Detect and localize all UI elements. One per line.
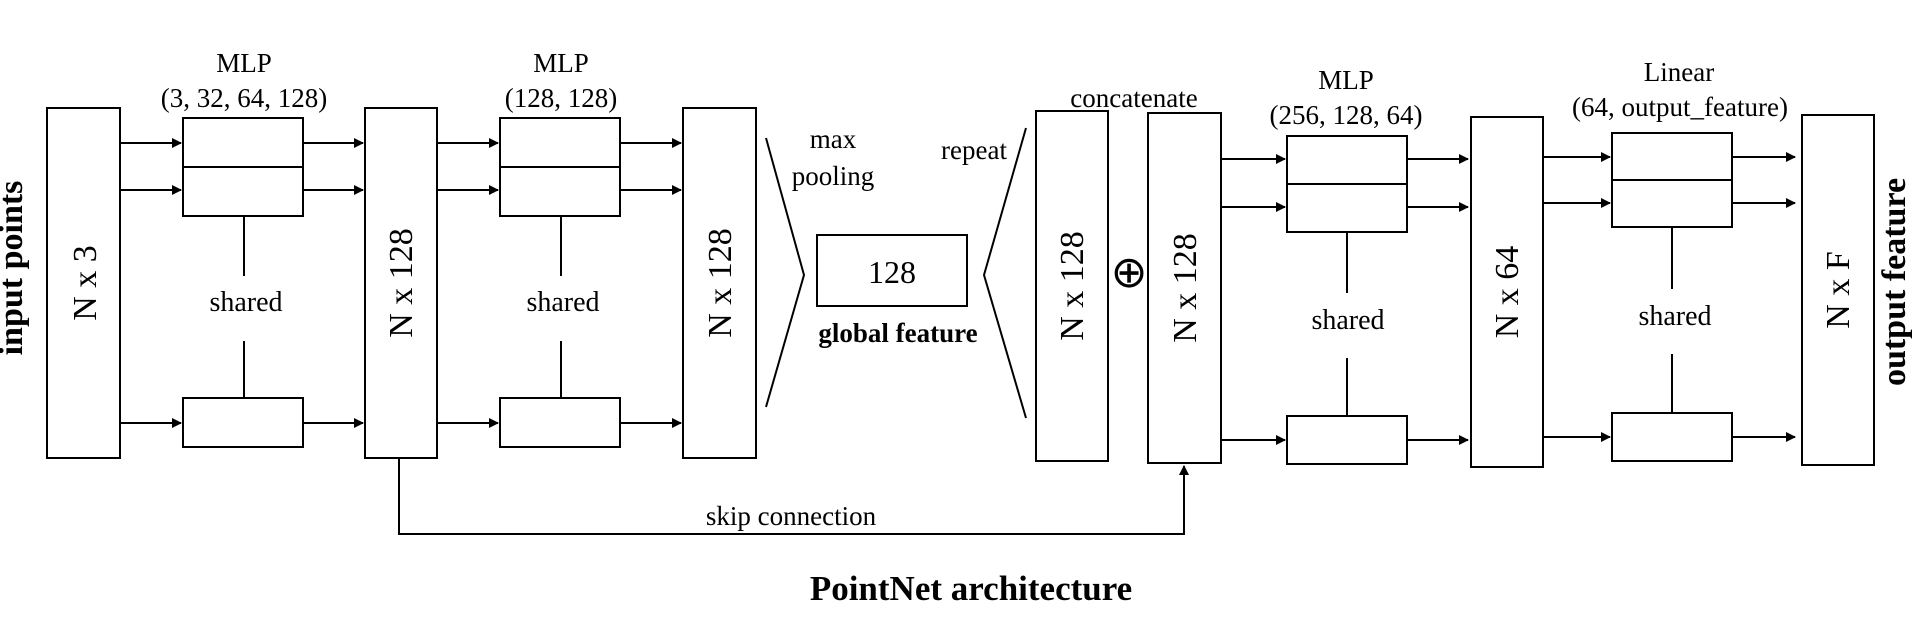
feature-tensor-1: N x 128 (364, 107, 438, 459)
skip-connection-label: skip connection (706, 501, 877, 531)
output-feature-label: output feature (1876, 178, 1913, 386)
repeated-tensor-label: N x 128 (1054, 231, 1091, 341)
linear-title: Linear (1644, 57, 1714, 87)
max-pooling-label-line1: max (810, 124, 857, 154)
mlp-block-3: MLP (256, 128, 64) shared (1270, 65, 1423, 465)
feature-tensor-3-label: N x 64 (1489, 246, 1526, 339)
linear-shared-label: shared (1638, 301, 1711, 332)
input-tensor-label: N x 3 (67, 245, 104, 321)
arrows-mlp2-to-feat2 (620, 138, 682, 428)
mlp2-shared-label: shared (526, 287, 599, 318)
global-feature-label: global feature (818, 318, 977, 348)
mlp2-params: (128, 128) (505, 83, 617, 113)
mlp3-params: (256, 128, 64) (1270, 100, 1423, 130)
mlp3-title: MLP (1318, 65, 1374, 95)
max-pooling-label-line2: pooling (792, 161, 875, 191)
mlp1-params: (3, 32, 64, 128) (161, 83, 327, 113)
concatenate: concatenate ⊕ (1070, 83, 1197, 298)
arrows-feat3-to-linear (1543, 152, 1611, 442)
concatenate-label: concatenate (1070, 83, 1197, 113)
mlp-block-1: MLP (3, 32, 64, 128) shared (161, 48, 327, 448)
linear-params: (64, output_feature) (1572, 92, 1788, 122)
feature-tensor-3: N x 64 (1470, 116, 1544, 468)
skip-connection: skip connection (398, 458, 1189, 535)
repeat: repeat (941, 127, 1027, 419)
repeated-tensor: N x 128 (1035, 110, 1109, 462)
global-feature: 128 global feature (816, 234, 978, 348)
max-pooling: max pooling (765, 124, 875, 408)
mlp3-shared-label: shared (1311, 305, 1384, 336)
skip-tensor-label: N x 128 (1167, 233, 1204, 343)
output-tensor-label: N x F (1820, 251, 1857, 328)
arrows-skip-to-mlp3 (1221, 154, 1286, 445)
mlp2-title: MLP (533, 48, 589, 78)
feature-tensor-2: N x 128 (682, 107, 757, 459)
mlp-block-2: MLP (128, 128) shared (499, 48, 621, 448)
output-tensor: N x F (1801, 114, 1875, 466)
skip-tensor: N x 128 (1147, 112, 1222, 464)
feature-tensor-2-label: N x 128 (702, 228, 739, 338)
repeat-label: repeat (941, 135, 1007, 165)
feature-tensor-1-label: N x 128 (383, 228, 420, 338)
arrows-input-to-mlp1 (120, 138, 182, 428)
arrows-mlp3-to-feat3 (1407, 154, 1469, 445)
mlp1-shared-label: shared (209, 287, 282, 318)
input-points-label: input points (0, 181, 30, 356)
arrows-mlp1-to-feat1 (303, 138, 364, 428)
global-feature-value: 128 (868, 254, 916, 290)
arrows-linear-to-output (1732, 152, 1796, 442)
input-tensor: N x 3 (46, 107, 121, 459)
diagram-title: PointNet architecture (810, 569, 1132, 608)
mlp1-title: MLP (216, 48, 272, 78)
linear-block: Linear (64, output_feature) shared (1572, 57, 1788, 462)
concat-symbol: ⊕ (1111, 247, 1148, 298)
arrows-feat1-to-mlp2 (437, 138, 499, 428)
